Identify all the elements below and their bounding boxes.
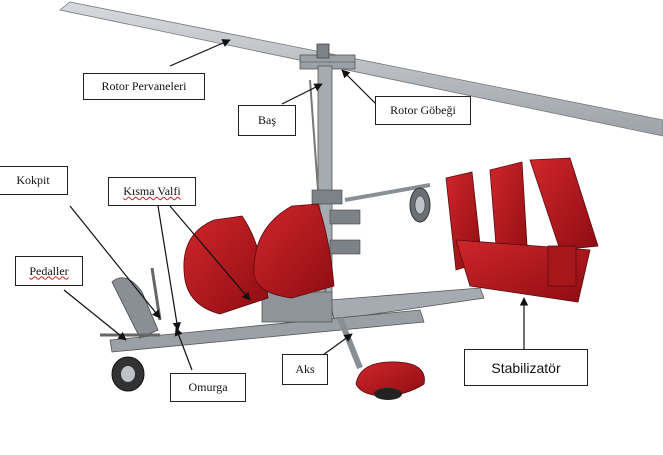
- seats-shape: [183, 203, 335, 315]
- front-wheel-shape: [100, 267, 162, 392]
- rotor-hub-shape: [299, 43, 356, 70]
- rear-wheel-shape: [355, 361, 425, 400]
- label-keel: Omurga: [170, 373, 246, 402]
- label-axle: Aks: [282, 354, 328, 385]
- rotor-blade: [59, 1, 663, 137]
- label-throttle-valve: Kısma Valfi: [108, 177, 196, 206]
- arrow-rotor-blades: [169, 39, 231, 67]
- tail-boom-shape: [329, 287, 485, 321]
- label-stabilizer: Stabilizatör: [464, 349, 588, 386]
- label-rotor-blades: Rotor Pervaneleri: [83, 73, 205, 100]
- arrow-rotor-hub: [341, 69, 377, 105]
- label-cockpit: Kokpit: [0, 166, 68, 195]
- arrow-cockpit: [69, 205, 161, 319]
- label-pedals: Pedaller: [15, 256, 83, 286]
- arrow-pedals: [63, 289, 127, 341]
- arrow-throttle-b: [157, 205, 181, 331]
- arrow-head: [281, 83, 323, 105]
- arrow-throttle-a: [169, 205, 251, 301]
- leader-lines: [63, 39, 529, 371]
- stabilizer-shape: [445, 157, 599, 303]
- engine-arm-shape: [344, 183, 431, 223]
- arrow-keel: [174, 327, 193, 371]
- label-head: Baş: [238, 105, 296, 136]
- frame-shape: [109, 291, 425, 370]
- label-rotor-hub: Rotor Göbeği: [375, 96, 471, 125]
